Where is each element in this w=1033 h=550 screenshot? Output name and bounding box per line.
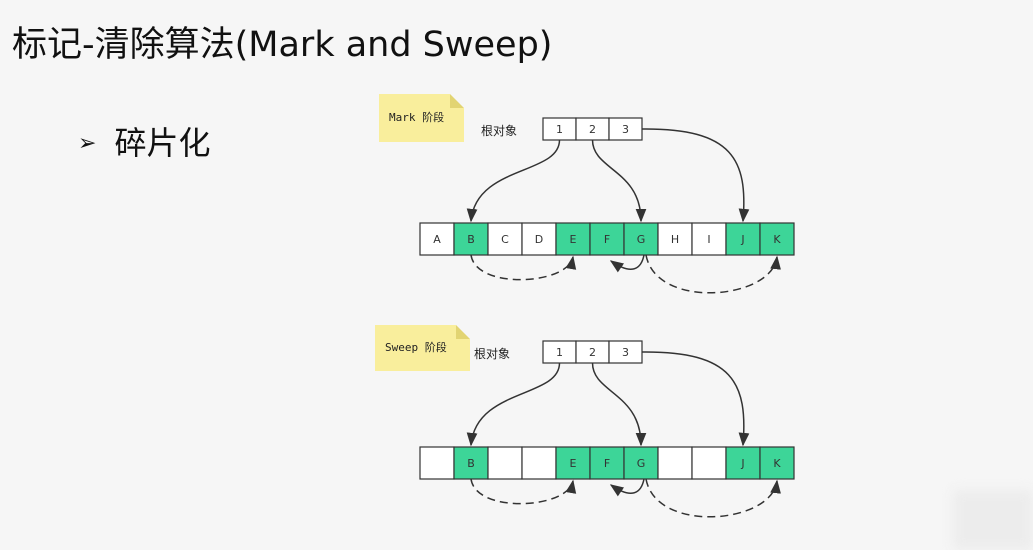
mark-ref-2-to-G (591, 139, 647, 223)
mark-heap-cell-4 (555, 222, 591, 256)
mark-phase-note: Mark 阶段 (379, 94, 464, 142)
sweep-heap-cell-5 (589, 446, 625, 480)
sweep-heap-cell-10 (759, 446, 795, 480)
sweep-root-label-2: 2 (589, 346, 596, 359)
sweep-ref-3-to-J (641, 351, 750, 447)
sweep-heap-cell-0 (419, 446, 455, 480)
sweep-heap-label-K: K (773, 457, 781, 470)
mark-ref-G-to-K (645, 254, 781, 294)
sweep-heap-label-G: G (637, 457, 646, 470)
mark-root-label-2: 2 (589, 123, 596, 136)
sweep-root-label-1: 1 (556, 346, 563, 359)
mark-heap-cell-9 (725, 222, 761, 256)
sweep-root-label: 根对象 (474, 347, 511, 361)
mark-heap-cell-8 (691, 222, 727, 256)
sweep-phase-note: Sweep 阶段 (375, 325, 470, 371)
sweep-heap-label-F: F (604, 457, 610, 470)
sweep-heap-cell-8 (691, 446, 727, 480)
sweep-phase-diagram: 1 2 3B E F G J K (419, 340, 795, 518)
mark-heap-label-G: G (637, 233, 646, 246)
sweep-heap-label-J: J (740, 457, 744, 470)
mark-ref-G-to-F (609, 254, 645, 273)
sweep-ref-G-to-K (645, 478, 781, 518)
mark-heap-label-J: J (740, 233, 744, 246)
sweep-heap-cell-6 (623, 446, 659, 480)
mark-phase-diagram: 1 2 3A B C D E F G H I J K (419, 117, 795, 294)
sweep-ref-G-to-F (609, 478, 645, 497)
mark-heap-label-I: I (707, 233, 710, 246)
mark-heap-label-F: F (604, 233, 610, 246)
sweep-ref-1-to-B (466, 362, 561, 447)
mark-root-label-3: 3 (622, 123, 629, 136)
mark-heap-cell-7 (657, 222, 693, 256)
mark-heap-label-K: K (773, 233, 781, 246)
mark-heap-label-C: C (501, 233, 509, 246)
mark-heap-label-D: D (535, 233, 543, 246)
mark-heap-label-B: B (467, 233, 475, 246)
sweep-heap-label-B: B (467, 457, 475, 470)
mark-root-label: 根对象 (481, 124, 518, 138)
mark-ref-3-to-J (641, 128, 750, 223)
mark-heap-cell-10 (759, 222, 795, 256)
sweep-root-label-3: 3 (622, 346, 629, 359)
arrow-bullet-icon: ➢ (78, 131, 97, 156)
mark-root-label-1: 1 (556, 123, 563, 136)
mark-heap-label-A: A (433, 233, 441, 246)
mark-heap-label-E: E (570, 233, 577, 246)
mark-heap-cell-0 (419, 222, 455, 256)
sweep-heap-cell-2 (487, 446, 523, 480)
corner-shadow (953, 490, 1033, 550)
sweep-heap-cell-7 (657, 446, 693, 480)
bullet-item: ➢ 碎片化 (78, 118, 210, 164)
mark-heap-cell-3 (521, 222, 557, 256)
mark-heap-cell-2 (487, 222, 523, 256)
mark-ref-B-to-E (470, 254, 577, 281)
bullet-text: 碎片化 (114, 124, 211, 162)
sweep-ref-2-to-G (591, 362, 647, 447)
mark-heap-label-H: H (671, 233, 679, 246)
mark-ref-1-to-B (466, 139, 561, 223)
sweep-heap-label-E: E (570, 457, 577, 470)
sweep-heap-cell-3 (521, 446, 557, 480)
slide-title: 标记-清除算法(Mark and Sweep) (12, 25, 553, 65)
sweep-ref-B-to-E (470, 478, 577, 505)
